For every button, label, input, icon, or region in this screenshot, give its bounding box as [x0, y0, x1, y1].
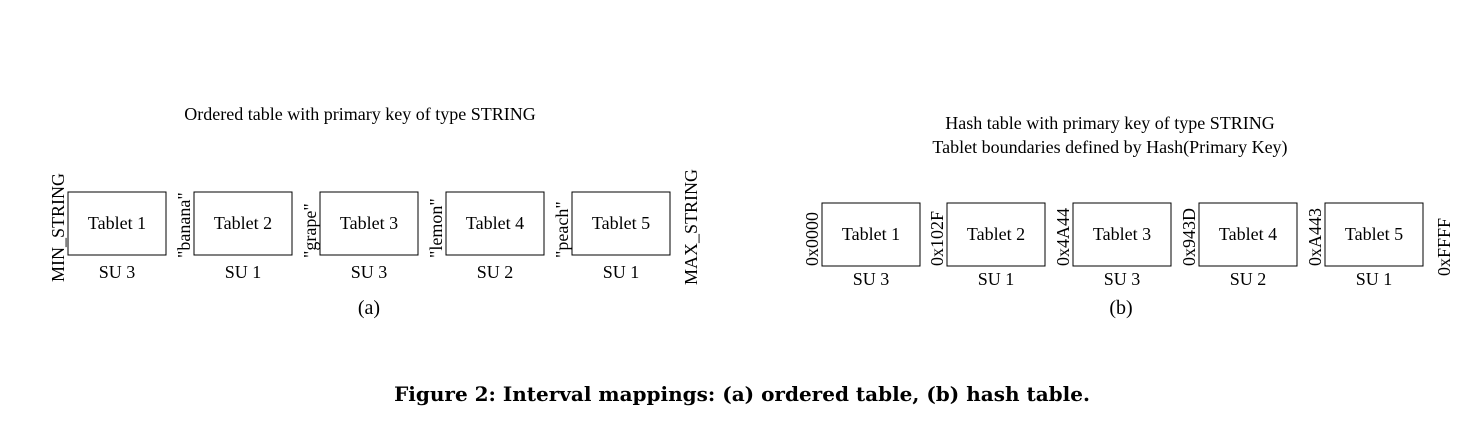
- panel-a-ordered-table: Ordered table with primary key of type S…: [48, 104, 701, 319]
- panel-b-label: (b): [1109, 297, 1132, 319]
- panel-a-tablet-2-box: [193, 191, 293, 256]
- panel-a-title: Ordered table with primary key of type S…: [184, 104, 535, 124]
- panel-b-boundary-3: 0x4A44: [1053, 208, 1073, 266]
- panel-b-boundaries: 0x0000 0x102F 0x4A44 0x943D 0xA443 0xFFF…: [802, 208, 1454, 276]
- panel-a-tablet-1-box: [67, 191, 167, 256]
- panel-a-tablet-4-label: Tablet 4: [466, 213, 524, 233]
- panel-a-tablet-3-label: Tablet 3: [340, 213, 398, 233]
- panel-b-tablet-3-label: Tablet 3: [1093, 224, 1151, 244]
- panel-b-boundary-1: 0x0000: [802, 212, 822, 266]
- panel-a-label: (a): [358, 297, 380, 319]
- panel-a-boundary-3: "grape": [300, 203, 320, 258]
- panel-b-boundary-2: 0x102F: [927, 211, 947, 266]
- panel-a-boundary-5: "peach": [552, 201, 572, 258]
- panel-a-tablet-2-label: Tablet 2: [214, 213, 272, 233]
- panel-b-tablets: Tablet 1 Tablet 2 Tablet 3 Tablet 4 Tabl…: [821, 202, 1424, 289]
- panel-a-server-1: SU 3: [99, 262, 136, 282]
- panel-b-tablet-2-label: Tablet 2: [967, 224, 1025, 244]
- panel-a-boundary-6: MAX_STRING: [681, 169, 701, 285]
- panel-a-server-4: SU 2: [477, 262, 514, 282]
- panel-a-server-3: SU 3: [351, 262, 388, 282]
- panel-b-server-5: SU 1: [1356, 269, 1393, 289]
- panel-b-boundary-5: 0xA443: [1305, 208, 1325, 266]
- panel-b-boundary-6: 0xFFFF: [1434, 218, 1454, 276]
- panel-b-tablet-4-box: [1198, 202, 1298, 267]
- panel-b-hash-table: Hash table with primary key of type STRI…: [802, 113, 1454, 319]
- panel-b-tablet-3-box: [1072, 202, 1172, 267]
- panel-b-server-3: SU 3: [1104, 269, 1141, 289]
- figure-caption: Figure 2: Interval mappings: (a) ordered…: [394, 382, 1090, 406]
- panel-b-tablet-4-label: Tablet 4: [1219, 224, 1277, 244]
- panel-a-boundaries: MIN_STRING "banana" "grape" "lemon" "pea…: [48, 169, 701, 285]
- panel-b-server-1: SU 3: [853, 269, 890, 289]
- panel-a-tablets: Tablet 1 Tablet 2 Tablet 3 Tablet 4 Tabl…: [67, 191, 671, 282]
- panel-a-boundary-4: "lemon": [426, 198, 446, 258]
- panel-b-server-2: SU 1: [978, 269, 1015, 289]
- panel-a-tablet-3-box: [319, 191, 419, 256]
- panel-a-tablet-5-label: Tablet 5: [592, 213, 650, 233]
- panel-b-title-line-1: Hash table with primary key of type STRI…: [945, 113, 1274, 133]
- panel-a-tablet-5-box: [571, 191, 671, 256]
- panel-a-boundary-1: MIN_STRING: [48, 173, 68, 282]
- panel-b-tablet-1-box: [821, 202, 921, 267]
- panel-a-boundary-2: "banana": [174, 192, 194, 258]
- panel-b-tablet-5-box: [1324, 202, 1424, 267]
- panel-a-tablet-1-label: Tablet 1: [88, 213, 146, 233]
- panel-b-tablet-5-label: Tablet 5: [1345, 224, 1403, 244]
- panel-a-server-5: SU 1: [603, 262, 640, 282]
- panel-a-server-2: SU 1: [225, 262, 262, 282]
- panel-b-tablet-1-label: Tablet 1: [842, 224, 900, 244]
- panel-a-tablet-4-box: [445, 191, 545, 256]
- panel-b-server-4: SU 2: [1230, 269, 1267, 289]
- panel-b-boundary-4: 0x943D: [1179, 208, 1199, 266]
- panel-b-title-line-2: Tablet boundaries defined by Hash(Primar…: [932, 137, 1287, 158]
- panel-b-tablet-2-box: [946, 202, 1046, 267]
